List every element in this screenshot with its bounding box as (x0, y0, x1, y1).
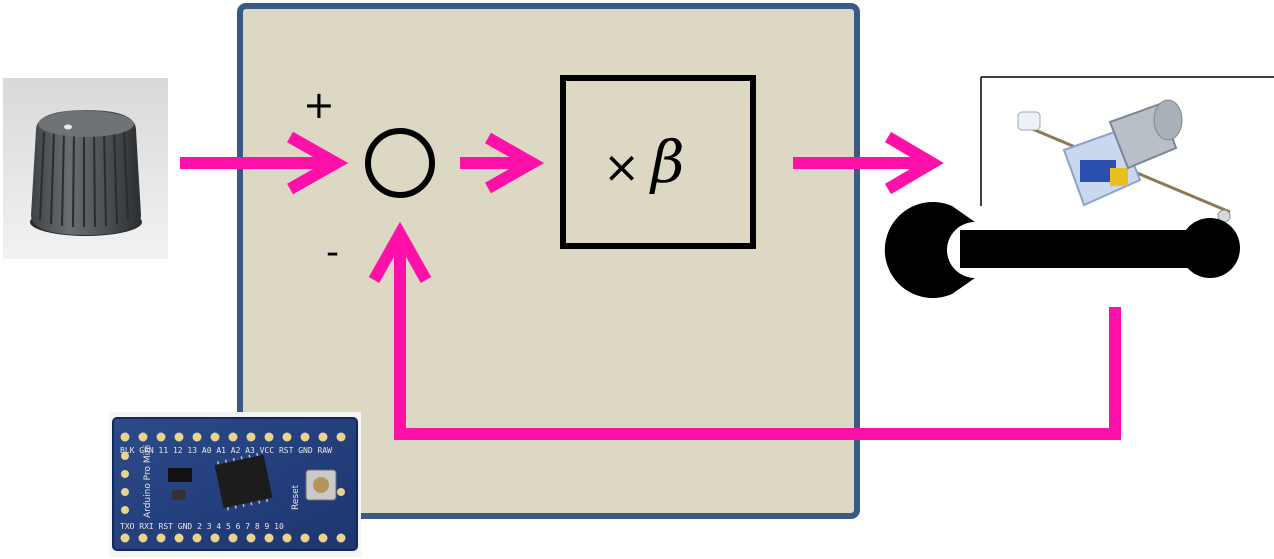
wrench-icon (884, 202, 1240, 298)
input-arrow (180, 131, 349, 195)
sign-minus: - (326, 232, 339, 273)
gear-motor-icon (980, 76, 1274, 223)
pcb-top-pins: BLK GRN 11 12 13 A0 A1 A2 A3 VCC RST GND… (120, 446, 332, 455)
summing-junction (365, 128, 435, 198)
arrows (180, 131, 1121, 440)
arduino-board-icon: BLK GRN 11 12 13 A0 A1 A2 A3 VCC RST GND… (109, 412, 361, 557)
gain-to-plant-arrow (793, 131, 944, 195)
pcb-reset-label: Reset (291, 484, 301, 510)
sign-plus: + (303, 83, 335, 127)
pcb-brand: Arduino Pro Mini (143, 445, 153, 518)
gain-beta: β (649, 128, 685, 196)
knob-icon (3, 78, 168, 259)
feedback-arrow (368, 221, 1121, 440)
sum-to-gain-arrow (460, 132, 545, 194)
gain-block (560, 75, 756, 249)
pcb-bottom-pins: TXO RXI RST GND 2 3 4 5 6 7 8 9 10 (120, 522, 284, 531)
gain-times: × (603, 142, 640, 193)
